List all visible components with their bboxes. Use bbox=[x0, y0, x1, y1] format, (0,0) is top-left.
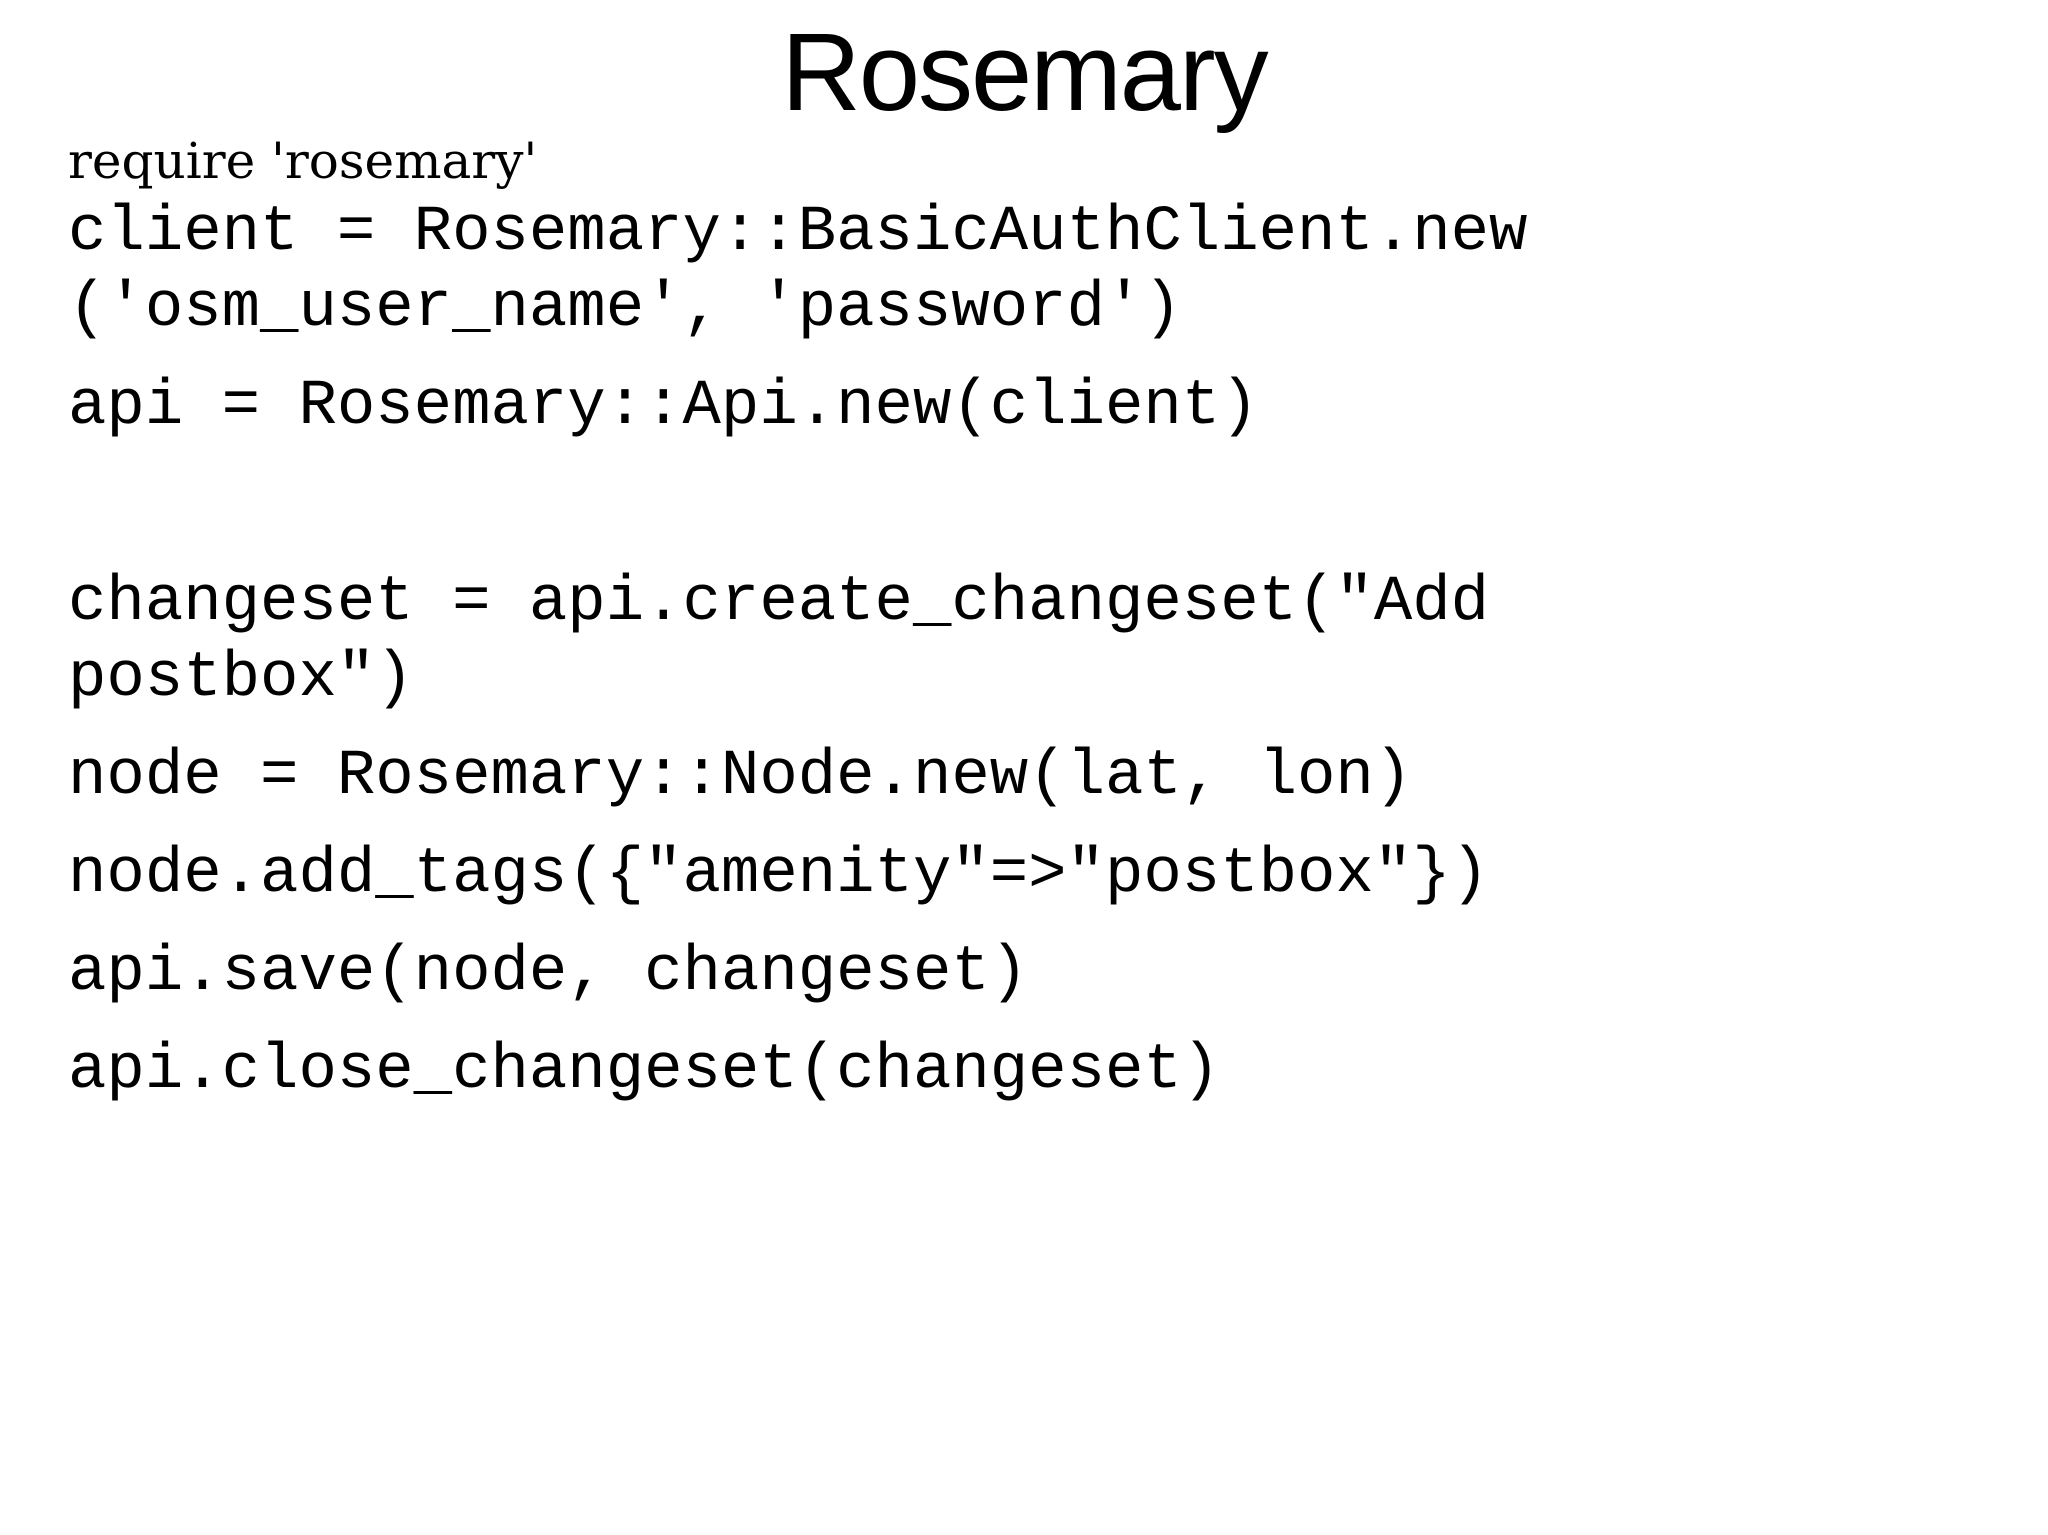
code-paragraph: api.save(node, changeset) bbox=[68, 935, 1988, 1011]
code-line: api.close_changeset(changeset) bbox=[68, 1035, 1221, 1107]
code-paragraph: node.add_tags({"amenity"=>"postbox"}) bbox=[68, 837, 1988, 913]
code-paragraph: node = Rosemary::Node.new(lat, lon) bbox=[68, 739, 1988, 815]
code-line: client = Rosemary::BasicAuthClient.new bbox=[68, 197, 1528, 269]
code-line: api.save(node, changeset) bbox=[68, 937, 1029, 1009]
code-paragraph: client = Rosemary::BasicAuthClient.new('… bbox=[68, 195, 1988, 347]
code-line: postbox") bbox=[68, 643, 414, 715]
code-line bbox=[68, 467, 1988, 543]
code-paragraph: api = Rosemary::Api.new(client) bbox=[68, 369, 1988, 445]
code-line: node = Rosemary::Node.new(lat, lon) bbox=[68, 741, 1413, 813]
code-paragraph: api.close_changeset(changeset) bbox=[68, 1033, 1988, 1109]
code-block: client = Rosemary::BasicAuthClient.new('… bbox=[68, 195, 1988, 1109]
code-line: node.add_tags({"amenity"=>"postbox"}) bbox=[68, 839, 1490, 911]
require-statement: require 'rosemary' bbox=[68, 132, 538, 190]
code-line: changeset = api.create_changeset("Add bbox=[68, 567, 1490, 639]
slide-title: Rosemary bbox=[781, 11, 1268, 134]
code-paragraph bbox=[68, 467, 1988, 543]
code-line: ('osm_user_name', 'password') bbox=[68, 273, 1182, 345]
code-line: api = Rosemary::Api.new(client) bbox=[68, 371, 1259, 443]
